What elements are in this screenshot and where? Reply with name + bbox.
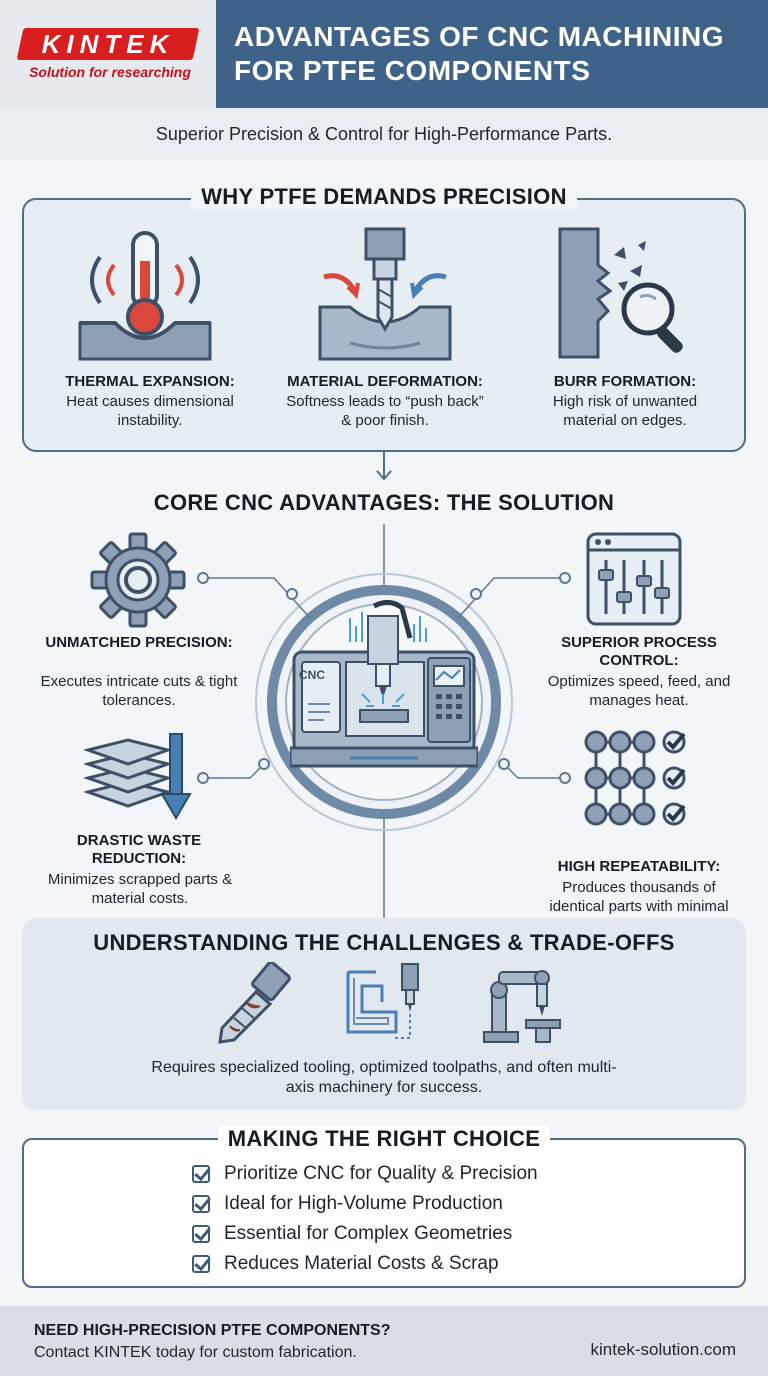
why-section-title: WHY PTFE DEMANDS PRECISION [191,184,577,209]
checkbox-icon [192,1165,210,1183]
choice-list: Prioritize CNC for Quality & Precision I… [192,1159,672,1279]
gear-icon [88,530,188,630]
stacked-layers-down-icon [84,726,194,826]
choice-item: Essential for Complex Geometries [192,1219,672,1249]
choice-item: Prioritize CNC for Quality & Precision [192,1159,672,1189]
node-grid-check-icon [582,728,692,828]
superior-process-control-desc: Optimizes speed, feed, and manages heat. [547,673,731,709]
header-title-area [216,0,768,108]
footer-title: NEED HIGH-PRECISION PTFE COMPONENTS? [34,1322,391,1339]
sliders-control-icon [584,530,684,630]
down-arrow-icon [374,452,394,482]
high-repeatability-title: HIGH REPEATABILITY: [557,858,721,875]
challenges-section-title: UNDERSTANDING THE CHALLENGES & TRADE-OFF… [93,930,675,955]
page-subtitle: Superior Precision & Control for High-Pe… [155,124,613,144]
unmatched-precision-title: UNMATCHED PRECISION: [45,634,233,651]
drastic-waste-reduction-desc: Minimizes scrapped parts & material cost… [47,871,233,907]
brand-tagline: Solution for researching [29,64,191,80]
page-title: ADVANTAGES OF CNC MACHINING FOR PTFE COM… [234,21,725,86]
choice-item-label: Ideal for High-Volume Production [224,1193,503,1214]
superior-process-control-title: SUPERIOR PROCESS CONTROL: [561,634,717,669]
checkbox-icon [192,1225,210,1243]
choice-item-label: Prioritize CNC for Quality & Precision [224,1163,538,1184]
checkbox-icon [192,1255,210,1273]
burr-formation-title: BURR FORMATION: [553,373,697,390]
choice-title-wrap: MAKING THE RIGHT CHOICE [0,1126,768,1152]
material-deformation-desc: Softness leads to “push back” & poor fin… [286,393,484,429]
cnc-machine-label: CNC [299,668,325,682]
cnc-machine-icon [290,598,478,774]
burr-magnifier-icon [552,225,702,363]
choice-item-label: Essential for Complex Geometries [224,1223,513,1244]
core-section-title: CORE CNC ADVANTAGES: THE SOLUTION [153,490,615,515]
worn-drill-bit-icon [212,962,292,1046]
footer-website-link[interactable]: kintek-solution.com [590,1340,736,1359]
unmatched-precision-desc: Executes intricate cuts & tight toleranc… [40,673,238,709]
choice-item: Reduces Material Costs & Scrap [192,1249,672,1279]
thermometer-heat-icon [70,225,220,363]
subtitle-band [0,108,768,160]
checkbox-icon [192,1195,210,1213]
footer-subtitle: Contact KINTEK today for custom fabricat… [34,1344,357,1361]
drastic-waste-reduction-title: DRASTIC WASTE REDUCTION: [76,832,202,867]
brand-name: KINTEK [41,29,175,59]
choice-panel [22,1138,746,1288]
challenges-desc: Requires specialized tooling, optimized … [151,1059,617,1096]
thermal-expansion-desc: Heat causes dimensional instability. [66,393,234,429]
material-deformation-title: MATERIAL DEFORMATION: [287,373,483,390]
challenges-panel [22,918,746,1110]
choice-item-label: Reduces Material Costs & Scrap [224,1253,499,1274]
robot-arm-icon [480,962,570,1046]
thermal-expansion-title: THERMAL EXPANSION: [65,373,235,390]
choice-section-title: MAKING THE RIGHT CHOICE [217,1126,551,1152]
footer [0,1306,768,1376]
choice-item: Ideal for High-Volume Production [192,1189,672,1219]
toolpath-icon [340,962,430,1046]
why-title-wrap: WHY PTFE DEMANDS PRECISION [0,184,768,210]
burr-formation-desc: High risk of unwanted material on edges. [552,393,698,429]
drill-deformation-icon [310,225,460,363]
